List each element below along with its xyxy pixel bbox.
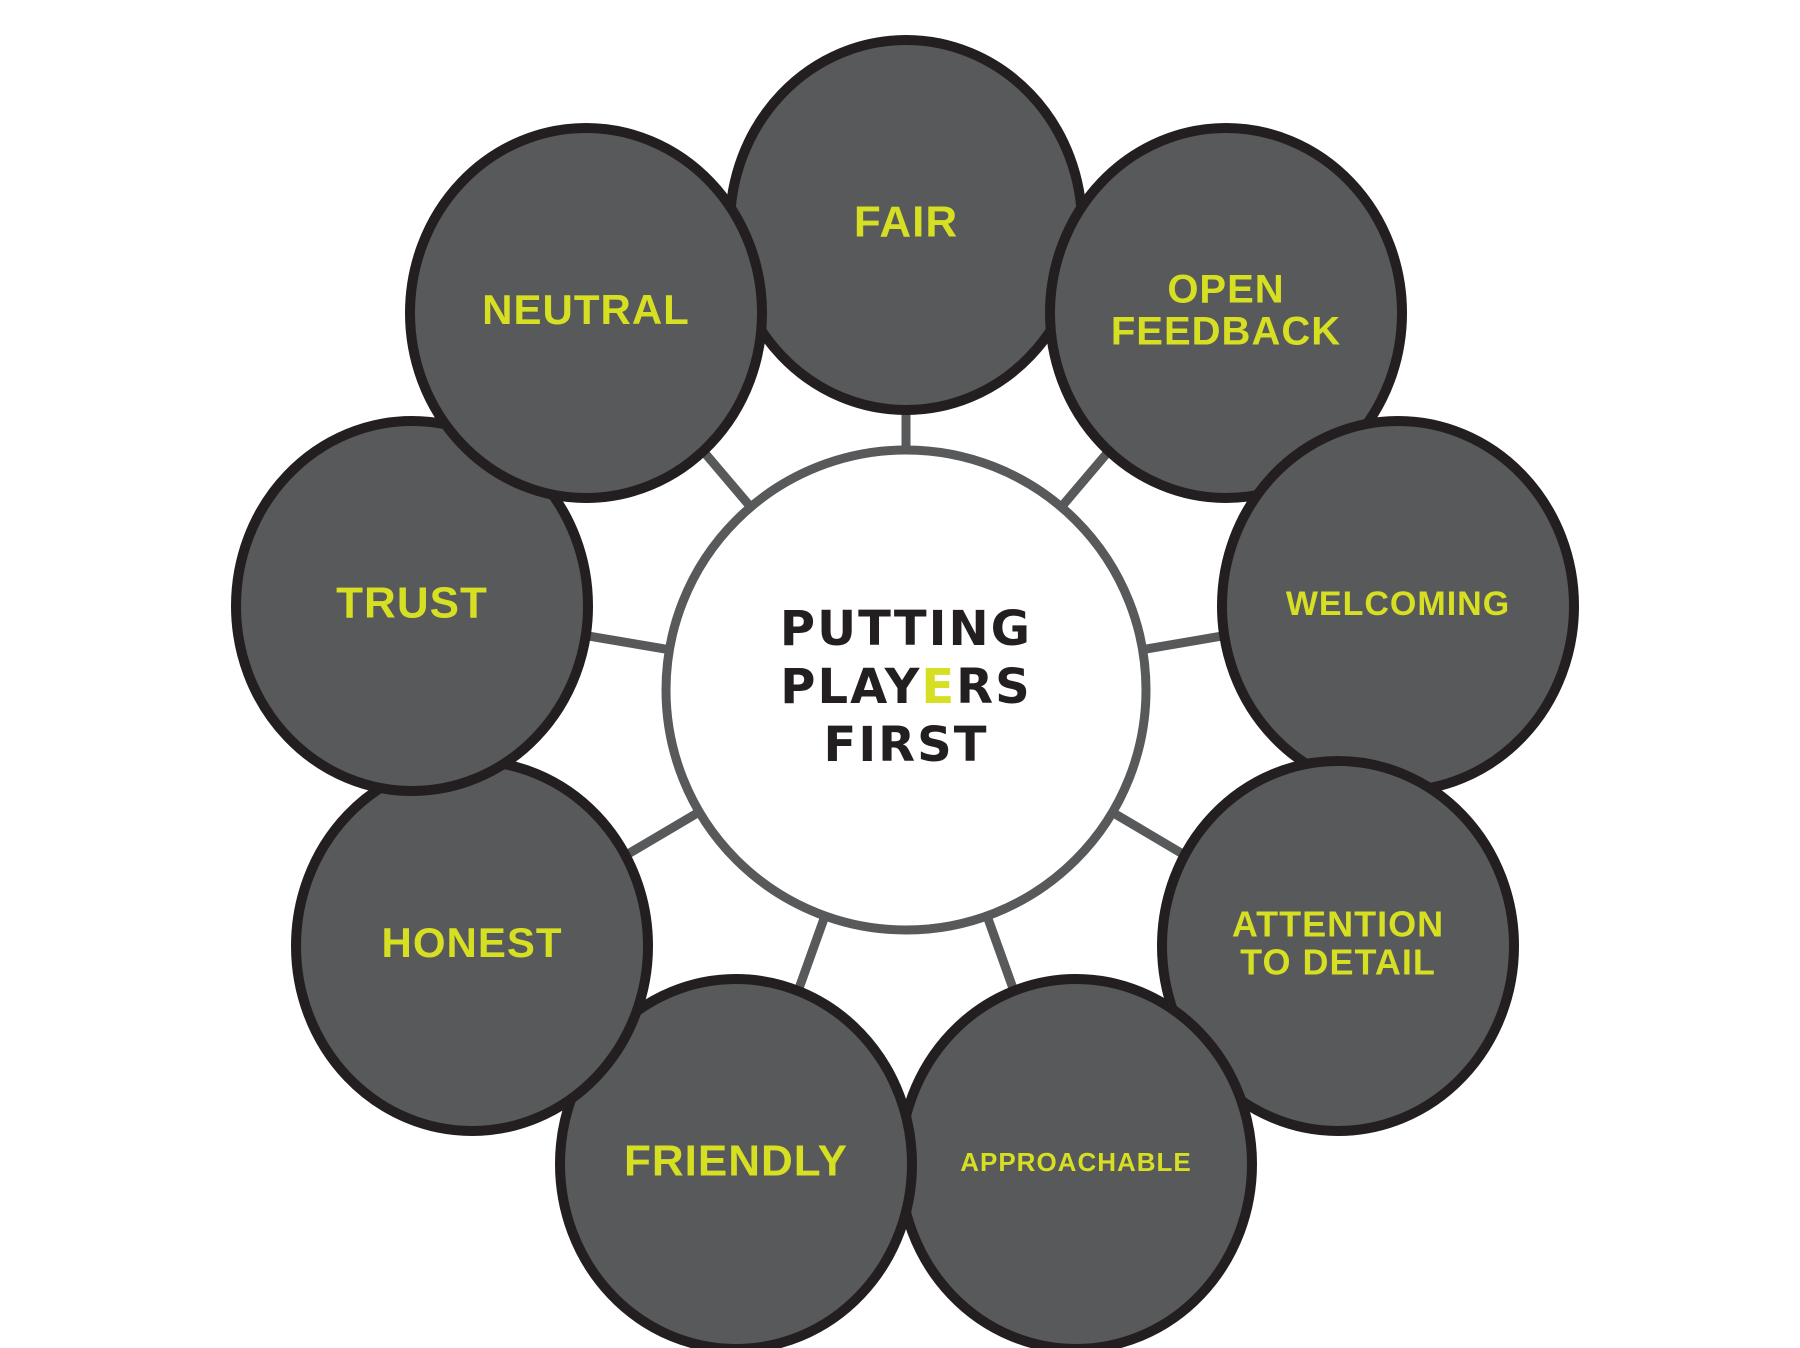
node-circle-trust xyxy=(231,416,593,796)
node-label-trust-line-1: TRUST xyxy=(336,579,488,628)
center-title-line-2: PLAYERS xyxy=(780,659,1031,715)
node-fair: FAIR xyxy=(725,35,1087,415)
node-label-friendly-line-1: FRIENDLY xyxy=(624,1137,848,1186)
node-honest: HONEST xyxy=(291,756,653,1136)
node-circle-open-feedback xyxy=(1045,123,1407,503)
center-hub: PUTTING PLAYERS FIRST xyxy=(661,445,1151,935)
node-welcoming: WELCOMING xyxy=(1217,416,1579,796)
node-circle-friendly xyxy=(555,974,917,1348)
node-label-welcoming-line-1: WELCOMING xyxy=(1286,585,1510,623)
center-title-line-2-start: PLAY xyxy=(780,659,921,715)
node-label-approachable-line-1: APPROACHABLE xyxy=(960,1147,1192,1177)
center-title-accent-letter: E xyxy=(921,659,956,715)
center-circle xyxy=(661,445,1151,935)
node-label-attention-to-detail-line-1: ATTENTION xyxy=(1232,904,1444,945)
node-neutral: NEUTRAL xyxy=(405,123,767,503)
center-title-line-1: PUTTING xyxy=(780,601,1032,657)
node-friendly: FRIENDLY xyxy=(555,974,917,1348)
node-approachable: APPROACHABLE xyxy=(895,974,1257,1348)
node-circle-attention-to-detail xyxy=(1157,756,1519,1136)
node-label-neutral-line-1: NEUTRAL xyxy=(482,286,690,333)
center-title-line-2-end: RS xyxy=(956,659,1032,715)
node-label-attention-to-detail-line-2: TO DETAIL xyxy=(1240,941,1436,982)
spokes-layer xyxy=(559,375,1251,1025)
node-circle-neutral xyxy=(405,123,767,503)
center-title-line-3: FIRST xyxy=(824,717,989,773)
node-label-open-feedback-line-1: OPEN xyxy=(1167,268,1284,312)
node-trust: TRUST xyxy=(231,416,593,796)
node-label-fair-line-1: FAIR xyxy=(854,198,958,247)
node-label-open-feedback-line-2: FEEDBACK xyxy=(1111,310,1341,354)
node-label-honest-line-1: HONEST xyxy=(381,919,562,966)
